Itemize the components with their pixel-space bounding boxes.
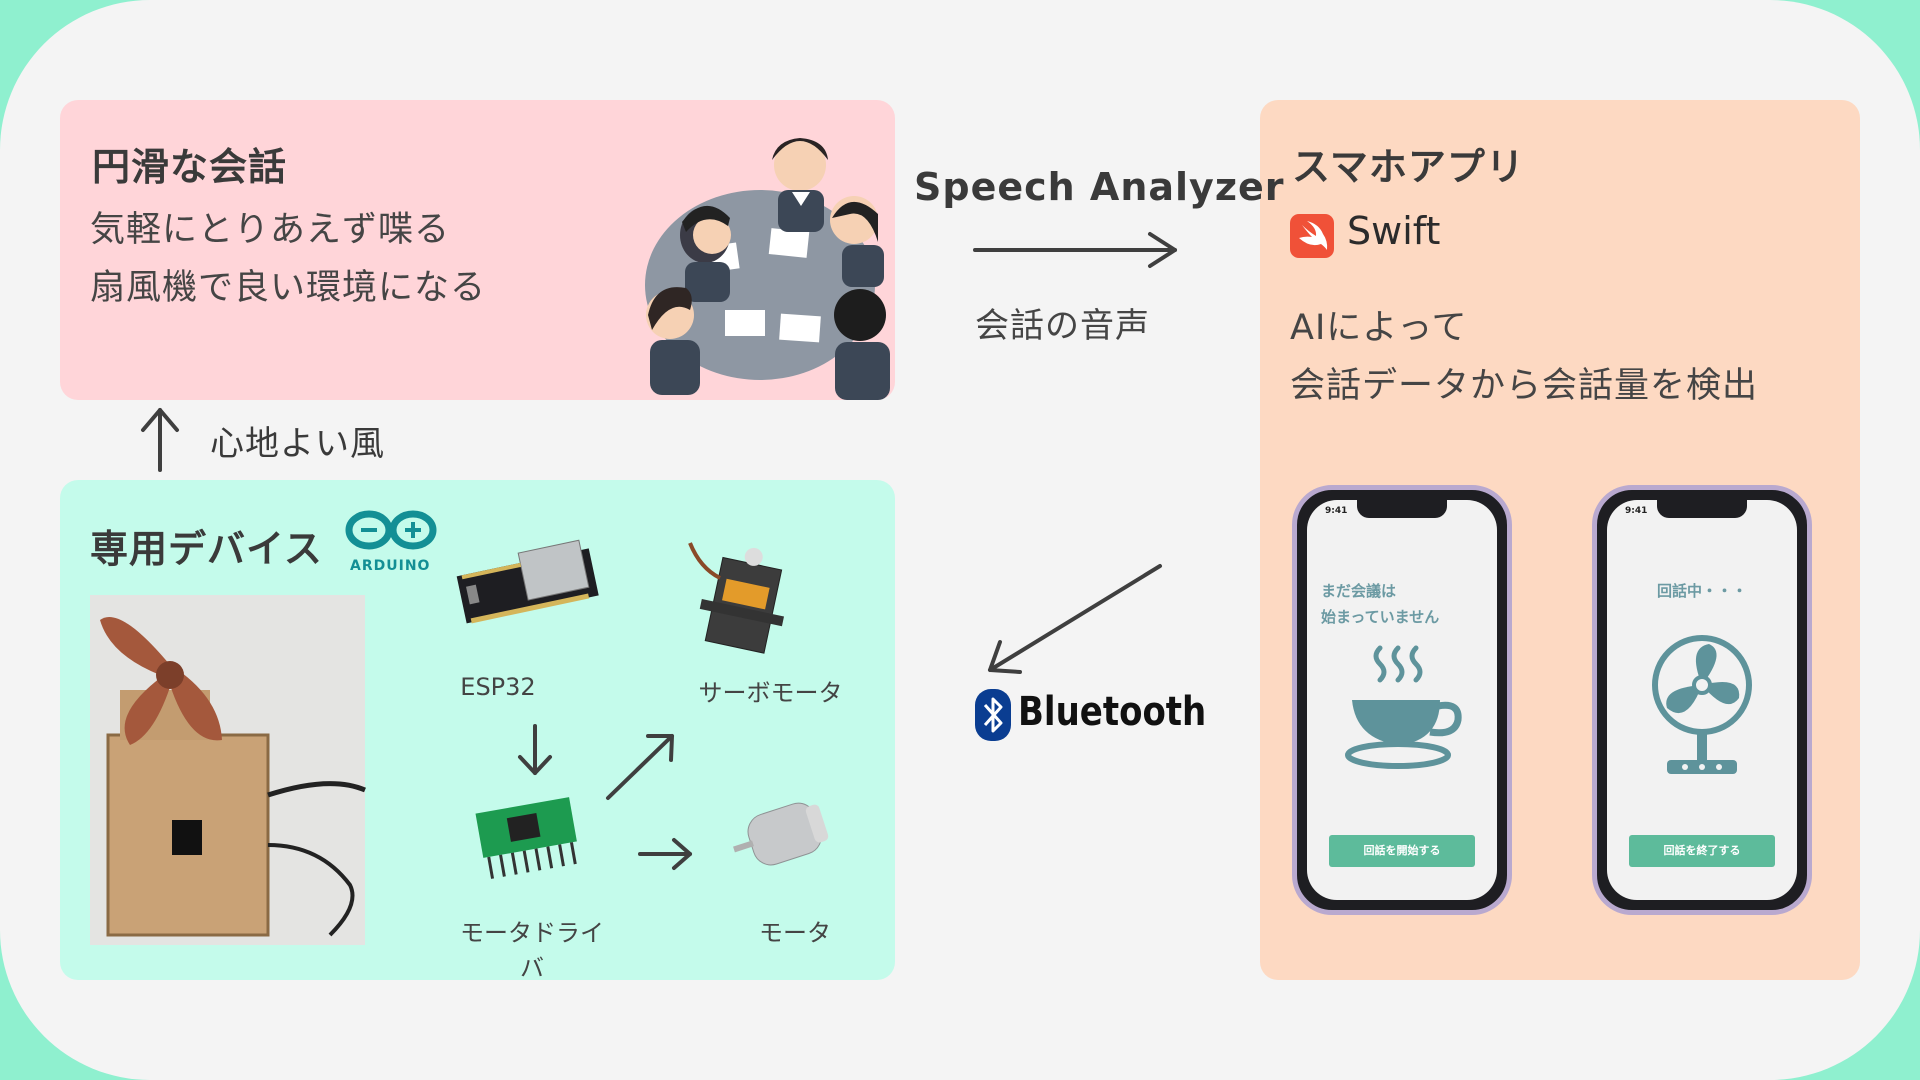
idle-message-line-1: まだ会議は xyxy=(1321,578,1483,604)
start-conversation-button[interactable]: 回話を開始する xyxy=(1329,835,1475,867)
dc-motor-icon xyxy=(730,790,840,880)
comfortable-wind-label: 心地よい風 xyxy=(210,416,385,465)
status-time: 9:41 xyxy=(1325,506,1347,516)
bluetooth-icon xyxy=(975,689,1011,741)
conversation-panel: 円滑な会話 気軽にとりあえず喋る 扇風機で良い環境になる xyxy=(60,100,895,400)
phone-active: 9:41 回話中・・・ 回話を終了する xyxy=(1592,485,1812,915)
idle-message-line-2: 始まっていません xyxy=(1321,604,1483,630)
motor-label: モータ xyxy=(740,913,850,948)
bluetooth-label: Bluetooth xyxy=(1018,689,1206,735)
arduino-logo-icon xyxy=(343,510,443,552)
swift-label: Swift xyxy=(1347,209,1440,253)
active-message: 回話中・・・ xyxy=(1621,578,1783,604)
idle-message: まだ会議は 始まっていません xyxy=(1321,578,1483,630)
end-conversation-button[interactable]: 回話を終了する xyxy=(1629,835,1775,867)
servo-label: サーボモータ xyxy=(678,673,863,708)
status-time: 9:41 xyxy=(1625,506,1647,516)
conversation-line-1: 気軽にとりあえず喋る xyxy=(90,201,450,259)
phone-idle: 9:41 まだ会議は 始まっていません 回話を開始する xyxy=(1292,485,1512,915)
voice-label: 会話の音声 xyxy=(975,298,1150,347)
servo-motor-icon xyxy=(685,538,805,658)
device-panel: 専用デバイス ARDUINO ESP32 xyxy=(60,480,895,980)
phone-idle-screen: 9:41 まだ会議は 始まっていません 回話を開始する xyxy=(1307,500,1497,900)
phone-notch xyxy=(1657,500,1747,518)
phone-active-screen: 9:41 回話中・・・ 回話を終了する xyxy=(1607,500,1797,900)
wooden-fan-device-photo-icon xyxy=(90,595,365,945)
esp32-board-icon xyxy=(455,540,600,630)
app-panel: スマホアプリ Swift AIによって 会話データから会話量を検出 9:41 ま… xyxy=(1260,100,1860,980)
app-line-1: AIによって xyxy=(1290,299,1467,357)
conversation-title: 円滑な会話 xyxy=(92,136,287,191)
app-line-2: 会話データから会話量を検出 xyxy=(1290,357,1758,415)
meeting-illustration-icon xyxy=(620,110,895,400)
electric-fan-icon xyxy=(1647,630,1757,780)
coffee-cup-icon xyxy=(1342,640,1462,770)
conversation-line-2: 扇風機で良い環境になる xyxy=(90,259,486,317)
speech-analyzer-label: Speech Analyzer xyxy=(914,165,1284,209)
esp32-label: ESP32 xyxy=(428,673,568,701)
app-title: スマホアプリ xyxy=(1292,136,1525,191)
swift-logo-icon xyxy=(1290,214,1334,258)
driver-label: モータドライバ xyxy=(452,913,612,983)
phone-notch xyxy=(1357,500,1447,518)
arduino-logo-text: ARDUINO xyxy=(350,558,430,574)
motor-driver-board-icon xyxy=(470,790,585,880)
device-title: 専用デバイス xyxy=(90,518,323,573)
